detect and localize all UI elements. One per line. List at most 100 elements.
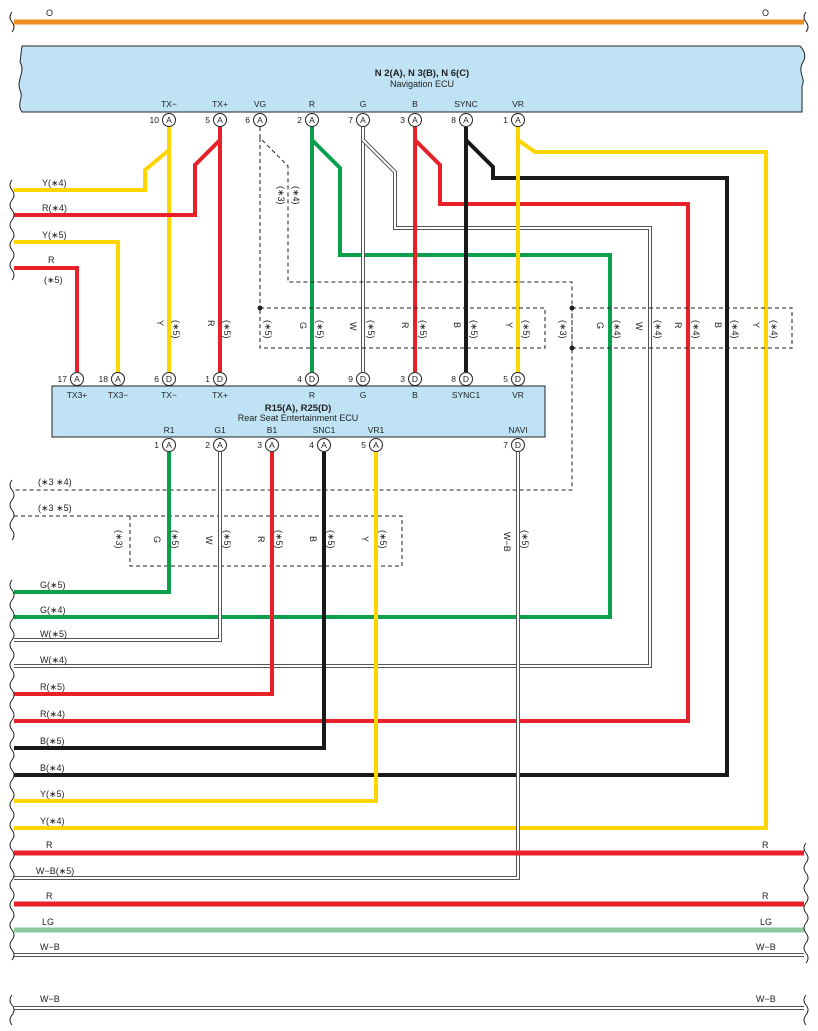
connector-letter: A bbox=[269, 440, 275, 450]
wire-white-navi bbox=[14, 452, 519, 879]
rse-pin-tx3-minus: A 18 TX3− bbox=[99, 372, 128, 400]
pin-name: TX− bbox=[161, 390, 177, 400]
wire-variant-label: (∗4) bbox=[612, 320, 622, 339]
connector-letter: D bbox=[515, 374, 521, 384]
pin-number: 7 bbox=[503, 440, 508, 450]
rse-pin-tx3-plus: A 17 TX3+ bbox=[58, 372, 87, 400]
label-y4: Y(∗4) bbox=[42, 178, 67, 188]
pin-name: NAVI bbox=[508, 425, 527, 435]
nav-pin-sync: SYNC A 8 bbox=[451, 99, 478, 127]
connector-letter: D bbox=[360, 374, 366, 384]
wire-red-r5 bbox=[14, 452, 274, 696]
wire-variant-label: (∗5) bbox=[418, 320, 428, 339]
wire-color-label: B bbox=[308, 536, 318, 542]
wire-variant-label: (∗5) bbox=[520, 530, 530, 549]
bus-left-label: R bbox=[46, 891, 53, 901]
wire-color-label: R bbox=[206, 320, 216, 327]
pin-number: 3 bbox=[400, 115, 405, 125]
pin-number: 1 bbox=[503, 115, 508, 125]
connector-circle bbox=[408, 113, 422, 127]
top-bus-right-label: O bbox=[762, 8, 769, 18]
wire-green-g4 bbox=[14, 138, 612, 619]
upper-wires bbox=[14, 127, 768, 830]
wire-color-label: G bbox=[152, 536, 162, 543]
label-r-variant: (∗5) bbox=[44, 275, 63, 285]
splice-dot bbox=[257, 305, 263, 311]
wire-red-tx3-plus bbox=[14, 266, 79, 372]
connector-circle bbox=[162, 113, 176, 127]
pin-number: 4 bbox=[297, 374, 302, 384]
pin-number: 8 bbox=[451, 374, 456, 384]
wire-color-label: R bbox=[400, 322, 410, 329]
nav-pin-vg: VG A 6 bbox=[245, 99, 267, 127]
label-y4: Y(∗4) bbox=[40, 816, 65, 826]
connector-letter: D bbox=[309, 374, 315, 384]
navigation-ecu-box bbox=[18, 45, 806, 113]
connector-letter: A bbox=[166, 115, 172, 125]
pin-name: SYNC bbox=[454, 99, 478, 109]
rse-pin-r: D 4 R bbox=[297, 372, 319, 400]
navigation-ecu-subtitle: Navigation ECU bbox=[390, 79, 454, 89]
wire-variant-label: (∗3) bbox=[558, 320, 568, 339]
wire-variant-label: (∗5) bbox=[315, 320, 325, 339]
pin-name: SNC1 bbox=[313, 425, 336, 435]
rse-pin-tx-minus: D 6 TX− bbox=[154, 372, 177, 400]
pin-name: G bbox=[360, 99, 367, 109]
connector-circle bbox=[511, 113, 525, 127]
wire-variant-label: (∗4) bbox=[691, 320, 701, 339]
pin-number: 8 bbox=[451, 115, 456, 125]
rse-pin-b1: B1 A 3 bbox=[257, 425, 279, 452]
connector-letter: D bbox=[515, 440, 521, 450]
label-r4: R(∗4) bbox=[42, 203, 67, 213]
bus-left-label: W−B bbox=[40, 994, 60, 1004]
bus-right-label: R bbox=[762, 891, 769, 901]
wire-variant-label: (∗5) bbox=[222, 320, 232, 339]
bus-left-label: R bbox=[46, 840, 53, 850]
bus-right-label: LG bbox=[760, 917, 772, 927]
connector-letter: A bbox=[257, 115, 263, 125]
pin-number: 5 bbox=[205, 115, 210, 125]
connector-circle bbox=[356, 113, 370, 127]
rse-pin-vr1: VR1 A 5 bbox=[361, 425, 385, 452]
shield-bus-labels: (∗3 ∗4) (∗3 ∗5) bbox=[38, 477, 72, 513]
connector-letter: A bbox=[321, 440, 327, 450]
pin-number: 5 bbox=[503, 374, 508, 384]
pin-number: 18 bbox=[99, 374, 109, 384]
pin-name: VR1 bbox=[368, 425, 385, 435]
label-r4: R(∗4) bbox=[40, 709, 65, 719]
wire-yellow-y4 bbox=[14, 138, 768, 830]
wire-variant-label: (∗5) bbox=[378, 530, 388, 549]
connector-letter: A bbox=[217, 115, 223, 125]
wire-variant-label: (∗4) bbox=[769, 320, 779, 339]
pin-number: 2 bbox=[205, 440, 210, 450]
pin-name: R bbox=[309, 99, 315, 109]
mid-wire-labels: Y (∗5) R (∗5) (∗5) G (∗5) W (∗5) R (∗5) … bbox=[155, 320, 779, 339]
wire-color-label: G bbox=[298, 322, 308, 329]
connector-letter: A bbox=[360, 115, 366, 125]
pin-name: VR bbox=[512, 99, 524, 109]
connector-letter: A bbox=[309, 115, 315, 125]
connector-circle bbox=[253, 113, 267, 127]
label-g4: G(∗4) bbox=[40, 605, 66, 615]
shield-box-4 bbox=[571, 307, 793, 349]
rse-pin-tx-plus: D 1 TX+ bbox=[205, 372, 228, 400]
connector-letter: A bbox=[463, 115, 469, 125]
pin-number: 3 bbox=[400, 374, 405, 384]
pin-number: 9 bbox=[348, 374, 353, 384]
pin-name: B bbox=[412, 99, 418, 109]
wire-color-label: W−B bbox=[502, 532, 512, 552]
wire-color-label: B bbox=[713, 322, 723, 328]
connector-letter: A bbox=[115, 374, 121, 384]
label-b5: B(∗5) bbox=[40, 736, 65, 746]
label-shield-34: (∗3 ∗4) bbox=[38, 477, 72, 487]
pin-number: 5 bbox=[361, 440, 366, 450]
nav-pin-b: B A 3 bbox=[400, 99, 422, 127]
wire-color-label: R bbox=[673, 322, 683, 329]
wire-white-w4 bbox=[14, 139, 651, 667]
wire-variant-label: (∗5) bbox=[274, 530, 284, 549]
wire-color-label: Y bbox=[155, 320, 165, 326]
wire-black-b5 bbox=[14, 452, 326, 750]
label-y5: Y(∗5) bbox=[42, 230, 67, 240]
rse-pin-snc1: SNC1 A 4 bbox=[309, 425, 336, 452]
shield-box-5 bbox=[259, 307, 546, 349]
